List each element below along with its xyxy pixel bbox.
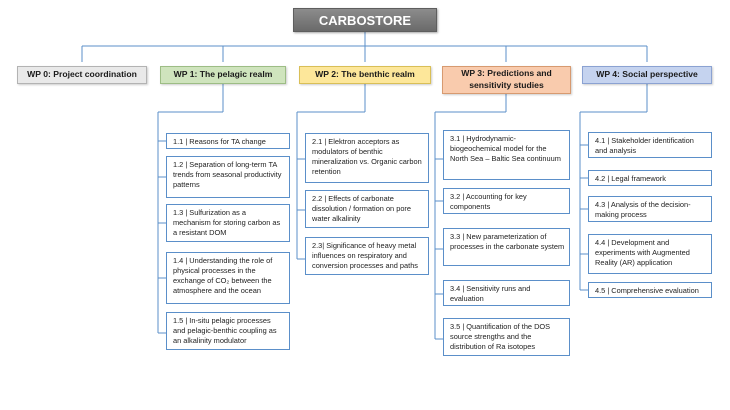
task-4-4: 4.4 | Development and experiments with A…	[588, 234, 712, 274]
wp4-box: WP 4: Social perspective	[582, 66, 712, 84]
task-3-2: 3.2 | Accounting for key components	[443, 188, 570, 214]
task-1-3: 1.3 | Sulfurization as a mechanism for s…	[166, 204, 290, 242]
wp2-box: WP 2: The benthic realm	[299, 66, 431, 84]
task-1-1: 1.1 | Reasons for TA change	[166, 133, 290, 149]
wp3-box: WP 3: Predictions and sensitivity studie…	[442, 66, 571, 94]
task-1-5: 1.5 | In-situ pelagic processes and pela…	[166, 312, 290, 350]
task-1-2: 1.2 | Separation of long-term TA trends …	[166, 156, 290, 198]
wp1-box: WP 1: The pelagic realm	[160, 66, 286, 84]
task-2-1: 2.1 | Elektron acceptors as modulators o…	[305, 133, 429, 183]
project-title: CARBOSTORE	[293, 8, 437, 32]
task-3-4: 3.4 | Sensitivity runs and evaluation	[443, 280, 570, 306]
task-1-4: 1.4 | Understanding the role of physical…	[166, 252, 290, 304]
wp0-box: WP 0: Project coordination	[17, 66, 147, 84]
task-4-1: 4.1 | Stakeholder identification and ana…	[588, 132, 712, 158]
task-3-3: 3.3 | New parameterization of processes …	[443, 228, 570, 266]
task-2-2: 2.2 | Effects of carbonate dissolution /…	[305, 190, 429, 228]
task-4-3: 4.3 | Analysis of the decision-making pr…	[588, 196, 712, 222]
task-3-1: 3.1 | Hydrodynamic-biogeochemical model …	[443, 130, 570, 180]
task-4-5: 4.5 | Comprehensive evaluation	[588, 282, 712, 298]
task-2-3: 2.3| Significance of heavy metal influen…	[305, 237, 429, 275]
task-4-2: 4.2 | Legal framework	[588, 170, 712, 186]
task-3-5: 3.5 | Quantification of the DOS source s…	[443, 318, 570, 356]
